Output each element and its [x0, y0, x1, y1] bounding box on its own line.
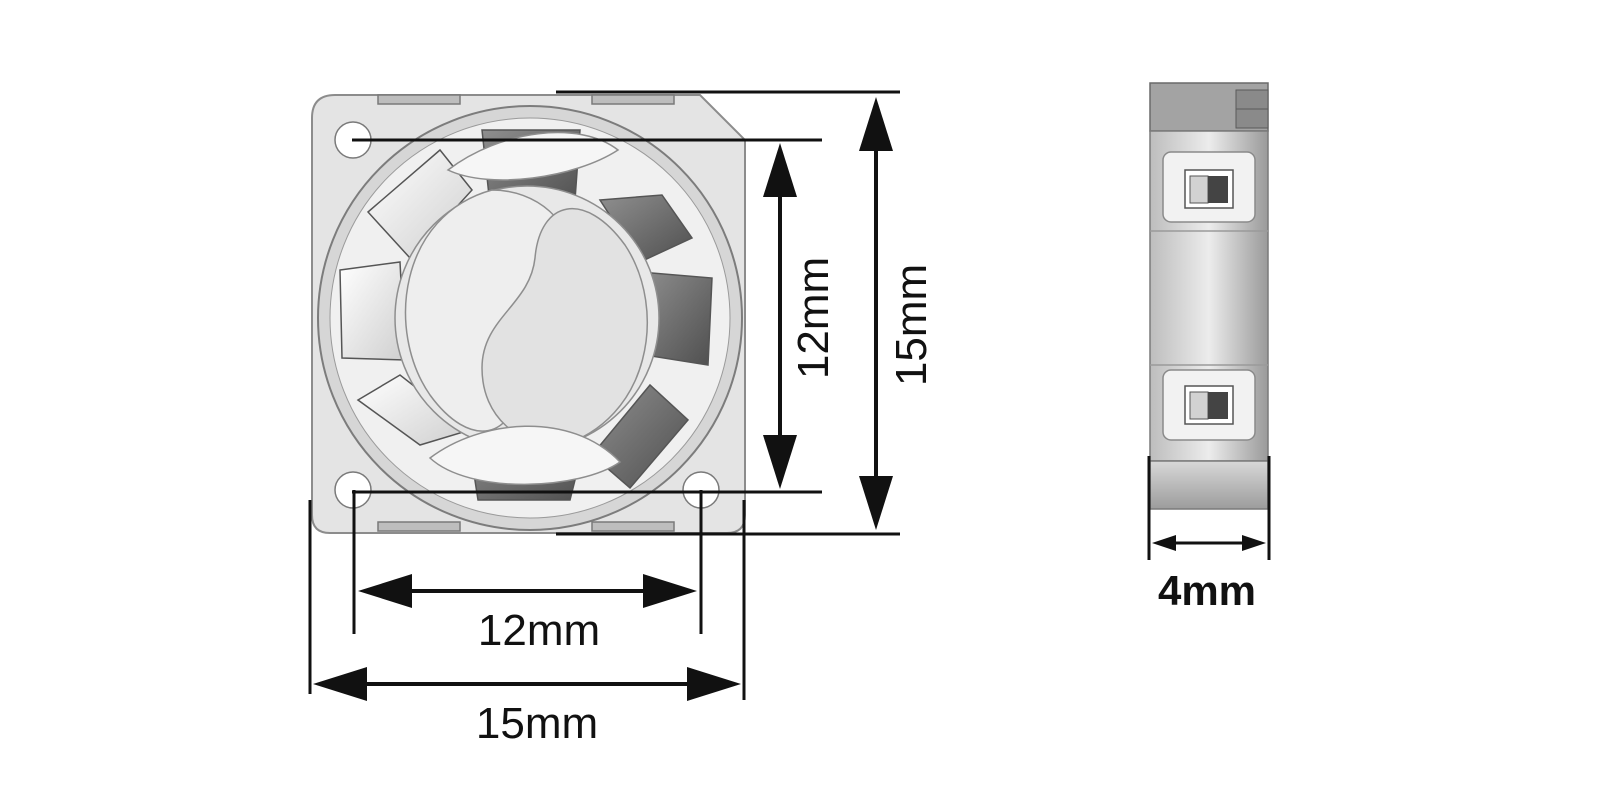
dimension-inner-width: 12mm	[358, 574, 697, 655]
outer-width-label: 15mm	[476, 699, 598, 748]
thickness-label: 4mm	[1158, 567, 1256, 614]
outer-height-label: 15mm	[887, 264, 936, 386]
fan-front-view	[311, 94, 746, 534]
dimension-thickness: 4mm	[1147, 456, 1271, 614]
fan-hub	[394, 131, 660, 486]
extension-lines	[308, 90, 900, 700]
dimension-outer-width: 15mm	[313, 667, 741, 748]
fan-blades	[339, 129, 713, 501]
dimension-inner-height: 12mm	[763, 143, 838, 489]
inner-width-label: 12mm	[478, 606, 600, 655]
inner-height-label: 12mm	[789, 257, 838, 379]
mounting-holes	[334, 121, 720, 509]
fan-side-view	[1149, 82, 1269, 510]
frame-clips	[377, 94, 675, 532]
dimension-outer-height: 15mm	[859, 97, 936, 530]
